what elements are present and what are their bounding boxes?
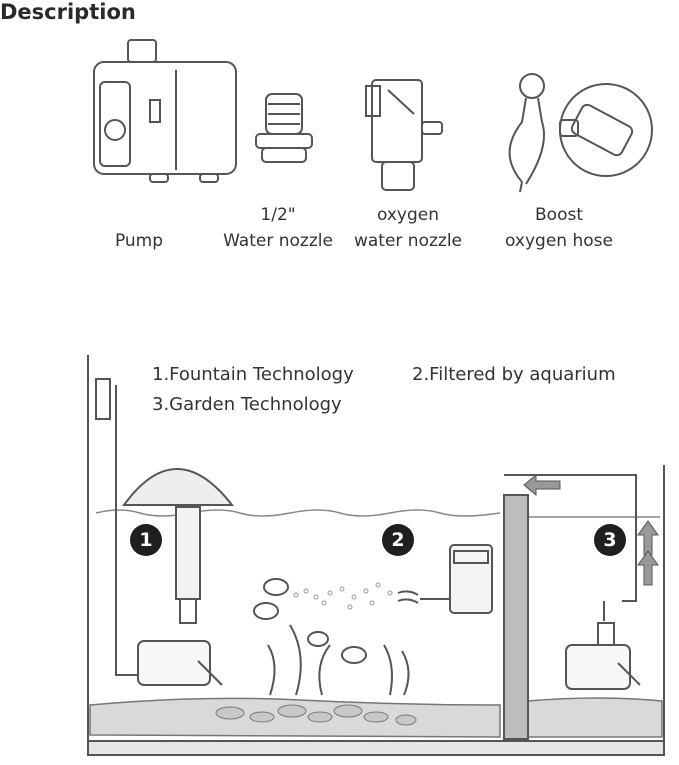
- badge-garden: 3: [594, 524, 626, 556]
- flow-arrows: [523, 473, 659, 586]
- water-nozzle-icon: [255, 93, 313, 163]
- legend-item-2: 2.Filtered by aquarium: [412, 364, 616, 385]
- bubbles: [293, 582, 393, 610]
- aquarium-filter: [397, 544, 493, 614]
- pump-icon: [93, 39, 237, 183]
- section-title: Description: [0, 0, 136, 24]
- caption-pump: Pump: [114, 231, 164, 251]
- aquarium-tank: [87, 355, 665, 756]
- gravel-bed: [89, 697, 501, 738]
- badge-filter: 2: [382, 524, 414, 556]
- legend-item-3: 3.Garden Technology: [152, 394, 342, 415]
- oxygen-hose-icon: [508, 73, 653, 193]
- caption-water-nozzle: 1/2" Water nozzle: [223, 205, 333, 251]
- pebbles: [215, 704, 417, 726]
- fountain-pump: [115, 385, 235, 686]
- caption-oxygen-hose: Boost oxygen hose: [505, 205, 613, 251]
- legend-item-1: 1.Fountain Technology: [152, 364, 354, 385]
- aquarium-diagram: [87, 355, 665, 756]
- oxygen-water-nozzle-icon: [365, 79, 443, 191]
- gravel-bed-right: [527, 697, 663, 738]
- divider-wall: [503, 494, 529, 740]
- garden-pump: [504, 474, 641, 690]
- caption-oxygen-water-nozzle: oxygen water nozzle: [353, 205, 463, 251]
- badge-fountain: 1: [130, 524, 162, 556]
- fish-and-plants: [253, 578, 410, 696]
- parts-illustration: [93, 39, 653, 193]
